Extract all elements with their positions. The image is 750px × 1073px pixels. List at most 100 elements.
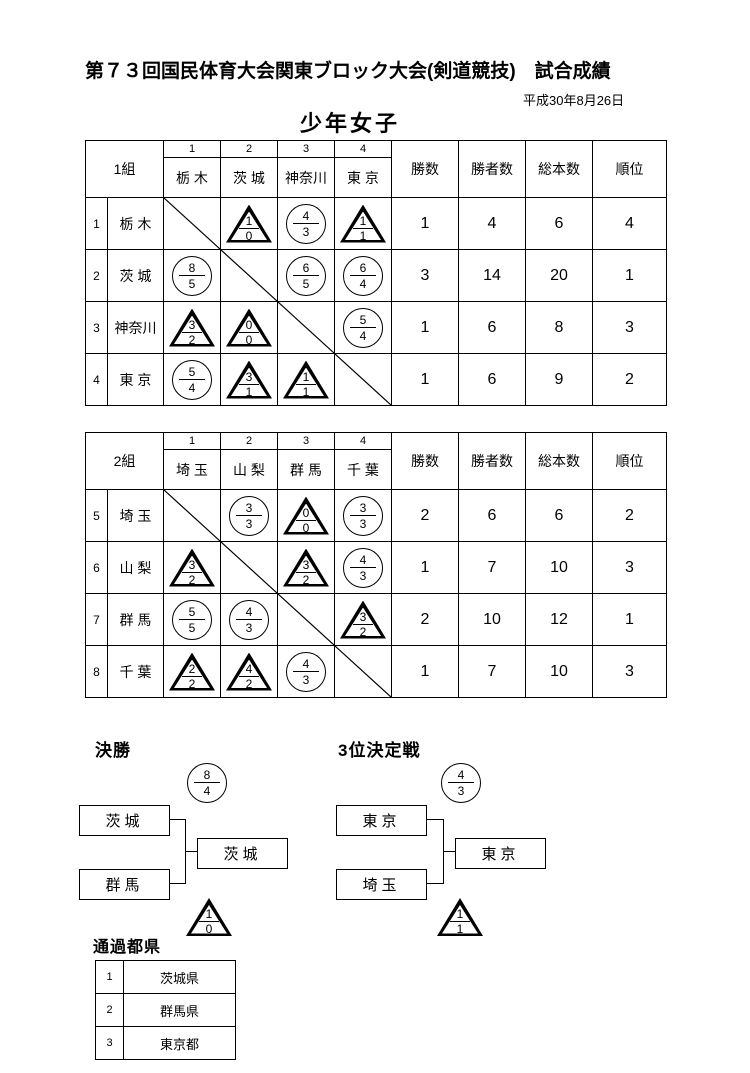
opponent-name: 埼 玉	[163, 449, 221, 490]
qualified-table: 1 茨城県 2 群馬県 3 東京都	[95, 960, 236, 1060]
table-row: 3 東京都	[95, 1026, 236, 1060]
fraction-line	[296, 571, 316, 573]
table-row: 2 群馬県	[95, 993, 236, 1027]
row-number: 7	[85, 593, 108, 646]
fraction-line	[350, 326, 376, 328]
col-number: 3	[277, 432, 335, 450]
score-top: 1	[302, 369, 310, 384]
row-number: 4	[85, 353, 108, 406]
col-number: 1	[163, 140, 221, 158]
stat-wins: 1	[391, 197, 459, 250]
bracket-line	[185, 851, 197, 852]
final-label: 決勝	[95, 741, 131, 760]
col-header-points: 総本数	[525, 432, 593, 490]
stat-points: 8	[525, 301, 593, 354]
prefecture-name: 東京都	[123, 1026, 236, 1060]
stat-winners: 14	[458, 249, 526, 302]
bracket-line	[170, 883, 186, 884]
fraction-line	[296, 519, 316, 521]
team-name: 埼 玉	[107, 489, 164, 542]
team-name: 栃 木	[107, 197, 164, 250]
fraction-line	[236, 618, 262, 620]
score-top: 1	[205, 907, 213, 921]
fraction-line	[296, 383, 316, 385]
score-bottom: 3	[302, 672, 310, 687]
fraction-line	[239, 227, 259, 229]
date-label: 平成30年8月26日	[523, 93, 625, 108]
stat-points: 10	[525, 645, 593, 698]
rank-number: 2	[95, 993, 124, 1027]
score-bottom: 4	[203, 784, 211, 798]
stat-wins: 1	[391, 541, 459, 594]
score-bottom: 5	[188, 620, 196, 635]
fraction-line	[182, 571, 202, 573]
third-place-label: 3位決定戦	[338, 741, 421, 760]
fraction-line	[239, 331, 259, 333]
rank-number: 3	[95, 1026, 124, 1060]
stat-points: 12	[525, 593, 593, 646]
bracket-team-bottom: 群馬	[79, 869, 170, 900]
stat-points: 20	[525, 249, 593, 302]
stat-wins: 2	[391, 489, 459, 542]
stat-rank: 3	[592, 541, 667, 594]
stat-rank: 2	[592, 489, 667, 542]
fraction-line	[179, 618, 205, 620]
fraction-line	[182, 675, 202, 677]
group2-table: 2組 1 2 3 4 勝数 勝者数 総本数 順位 埼 玉 山 梨 群 馬 千 葉…	[85, 432, 667, 698]
fraction-line	[293, 670, 319, 672]
score-top: 6	[359, 260, 367, 275]
score-top: 3	[188, 557, 196, 572]
self-match-cell	[220, 541, 278, 594]
stat-winners: 4	[458, 197, 526, 250]
diagonal-line	[335, 354, 391, 405]
score-top: 3	[245, 369, 253, 384]
diagonal-line	[164, 490, 220, 541]
bracket-line	[443, 851, 455, 852]
qualified-label: 通過都県	[93, 939, 162, 956]
col-header-points: 総本数	[525, 140, 593, 198]
fraction-line	[236, 514, 262, 516]
score-top: 0	[245, 317, 253, 332]
score-bottom: 1	[302, 384, 310, 399]
score-bottom: 5	[188, 276, 196, 291]
fraction-line	[182, 331, 202, 333]
score-bottom: 5	[302, 276, 310, 291]
team-name: 千 葉	[107, 645, 164, 698]
fraction-line	[353, 623, 373, 625]
stat-winners: 7	[458, 645, 526, 698]
stat-rank: 2	[592, 353, 667, 406]
score-bottom: 0	[245, 228, 253, 243]
diagonal-line	[278, 302, 334, 353]
team-name: 東 京	[107, 353, 164, 406]
score-top: 0	[302, 505, 310, 520]
col-number: 3	[277, 140, 335, 158]
stat-wins: 1	[391, 301, 459, 354]
bracket-team-bottom: 埼玉	[336, 869, 427, 900]
row-number: 6	[85, 541, 108, 594]
score-bottom: 1	[456, 922, 464, 936]
